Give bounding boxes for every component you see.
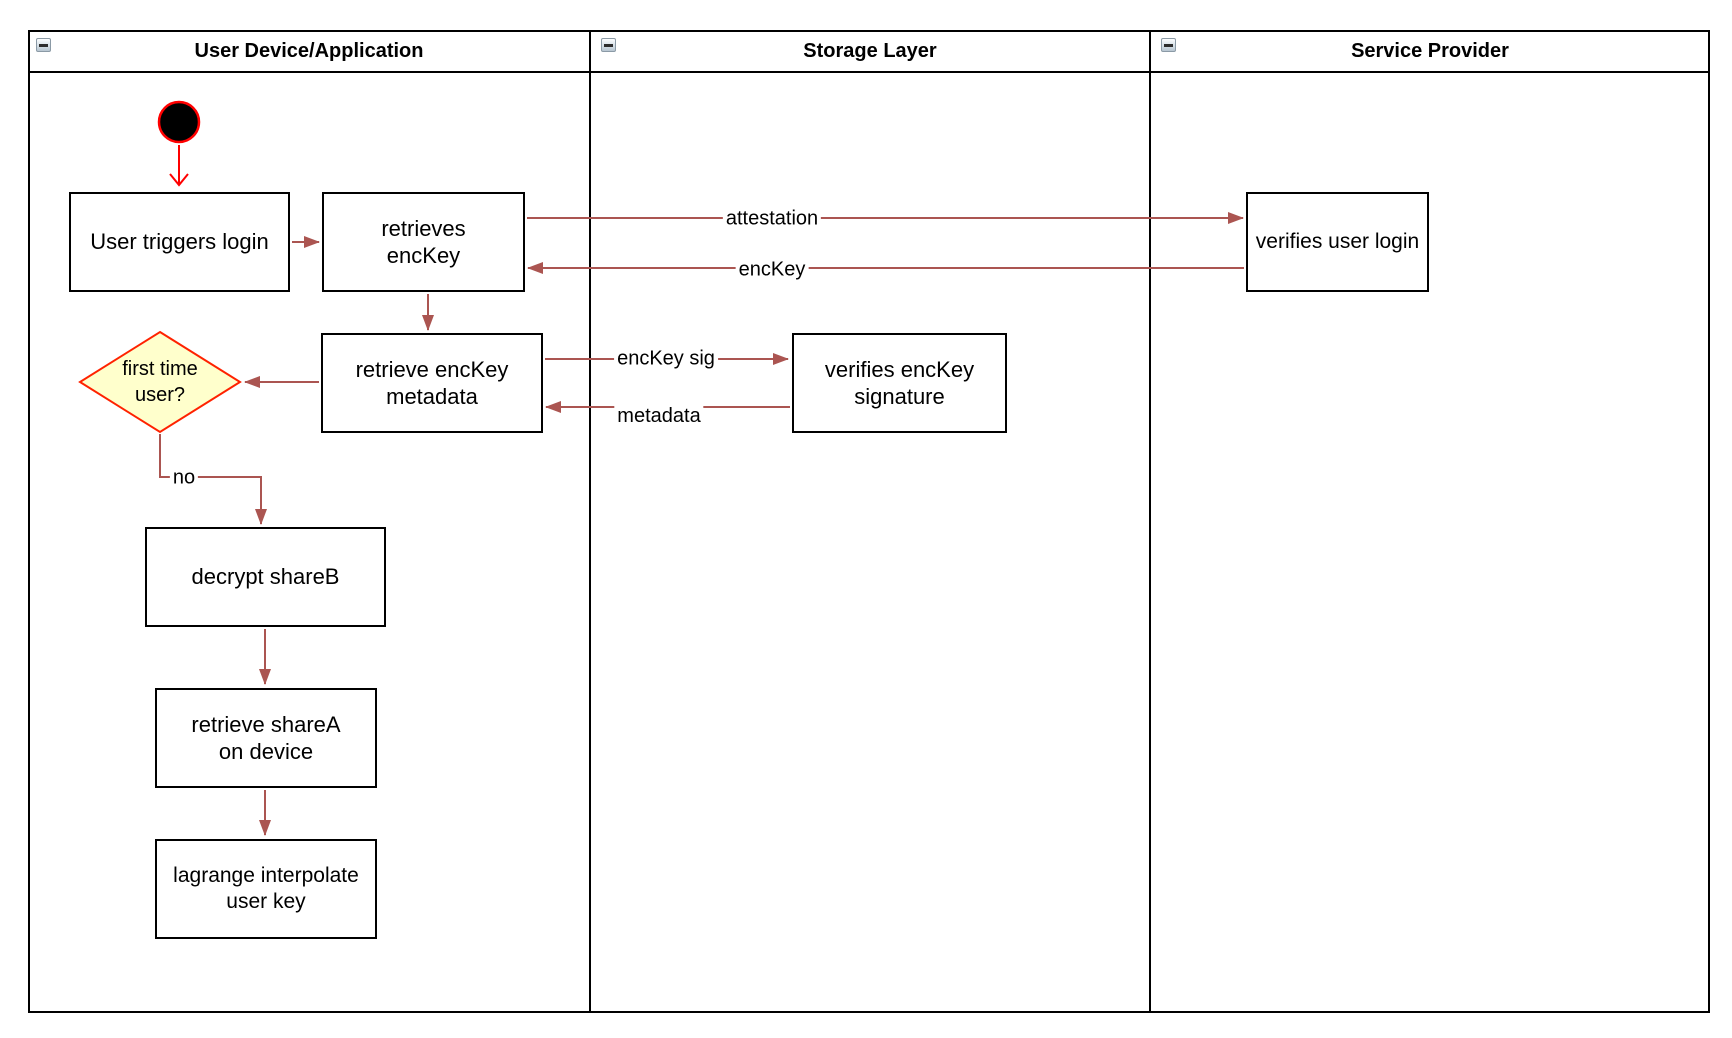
lane-title: Storage Layer bbox=[803, 40, 937, 62]
lane-title: User Device/Application bbox=[194, 40, 424, 62]
edge-label-enckey: encKey bbox=[735, 258, 809, 282]
edge-label-metadata: metadata bbox=[614, 405, 704, 428]
edge-label-enckey-sig: encKey sig bbox=[614, 347, 718, 371]
lane-header-user-device[interactable]: User Device/Application bbox=[28, 32, 590, 71]
lane-divider-2 bbox=[1149, 30, 1151, 1013]
minus-icon bbox=[1164, 43, 1173, 47]
minus-icon bbox=[39, 43, 48, 47]
node-retrieve-enckey-metadata[interactable]: retrieve encKey metadata bbox=[321, 333, 543, 433]
collapse-lane-button[interactable] bbox=[601, 38, 616, 52]
lane-header-storage-layer[interactable]: Storage Layer bbox=[590, 32, 1150, 71]
minus-icon bbox=[604, 43, 613, 47]
edge-label-attestation: attestation bbox=[722, 207, 822, 231]
node-lagrange-interpolate[interactable]: lagrange interpolate user key bbox=[155, 839, 377, 939]
node-retrieve-sharea[interactable]: retrieve shareA on device bbox=[155, 688, 377, 788]
node-verifies-enckey-signature[interactable]: verifies encKey signature bbox=[792, 333, 1007, 433]
collapse-lane-button[interactable] bbox=[1161, 38, 1176, 52]
header-divider bbox=[28, 71, 1710, 73]
node-verifies-user-login[interactable]: verifies user login bbox=[1246, 192, 1429, 292]
lane-header-service-provider[interactable]: Service Provider bbox=[1150, 32, 1710, 71]
collapse-lane-button[interactable] bbox=[36, 38, 51, 52]
node-decrypt-shareb[interactable]: decrypt shareB bbox=[145, 527, 386, 627]
edge-label-no: no bbox=[169, 466, 199, 490]
node-user-triggers-login[interactable]: User triggers login bbox=[69, 192, 290, 292]
lane-title: Service Provider bbox=[1351, 40, 1509, 62]
node-retrieves-enckey[interactable]: retrieves encKey bbox=[322, 192, 525, 292]
decision-label: first time user? bbox=[122, 358, 198, 406]
lane-divider-1 bbox=[589, 30, 591, 1013]
